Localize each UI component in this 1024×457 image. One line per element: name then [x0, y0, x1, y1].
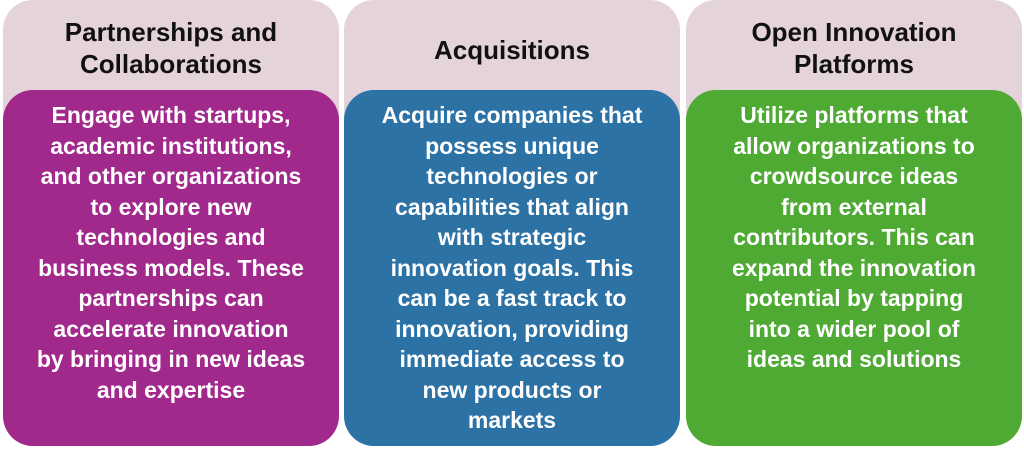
- body-line: Acquire companies that: [381, 102, 643, 128]
- body-line: and other organizations: [40, 163, 302, 189]
- body-line: partnerships can: [78, 285, 264, 311]
- body-line: from external: [781, 193, 927, 220]
- column-title-line: Platforms: [794, 49, 914, 79]
- column-body-card: Acquire companies that possess unique te…: [344, 90, 680, 446]
- column-body-text: Utilize platforms that allow organizatio…: [700, 100, 1008, 375]
- column-open-innovation: Open Innovation Platforms Utilize platfo…: [686, 0, 1022, 446]
- body-line: technologies and: [76, 224, 266, 250]
- body-line: crowdsource ideas: [749, 163, 959, 189]
- column-title-line: Open Innovation: [751, 17, 957, 47]
- body-line: immediate access to: [399, 346, 625, 372]
- column-body-text: Acquire companies that possess unique te…: [358, 100, 666, 436]
- body-line: to explore new: [90, 193, 252, 220]
- column-body-card: Utilize platforms that allow organizatio…: [686, 90, 1022, 446]
- body-line: innovation goals. This: [390, 254, 634, 281]
- body-line: allow organizations to: [733, 132, 975, 159]
- body-line: accelerate innovation: [53, 315, 289, 342]
- column-partnerships: Partnerships and Collaborations Engage w…: [3, 0, 339, 446]
- column-title-line: Acquisitions: [433, 35, 590, 65]
- body-line: with strategic: [437, 224, 587, 250]
- body-line: academic institutions,: [50, 132, 292, 159]
- column-body-text: Engage with startups, academic instituti…: [17, 100, 325, 405]
- body-line: by bringing in new ideas: [36, 346, 306, 372]
- body-line: markets: [467, 407, 557, 433]
- column-title: Open Innovation Platforms: [686, 16, 1022, 80]
- body-line: innovation, providing: [395, 315, 629, 342]
- body-line: into a wider pool of: [748, 315, 960, 342]
- body-line: technologies or: [426, 163, 598, 189]
- column-title-line: Collaborations: [79, 49, 262, 79]
- body-line: Engage with startups,: [51, 102, 291, 128]
- body-line: possess unique: [425, 132, 599, 159]
- column-body-card: Engage with startups, academic instituti…: [3, 90, 339, 446]
- body-line: capabilities that align: [395, 193, 629, 220]
- column-acquisitions: Acquisitions Acquire companies that poss…: [344, 0, 680, 446]
- column-title: Acquisitions: [344, 34, 680, 66]
- body-line: can be a fast track to: [397, 285, 627, 311]
- body-line: Utilize platforms that: [740, 102, 968, 128]
- column-title: Partnerships and Collaborations: [3, 16, 339, 80]
- column-title-line: Partnerships and: [64, 17, 278, 47]
- body-line: expand the innovation: [731, 254, 977, 281]
- body-line: and expertise: [96, 376, 246, 403]
- body-line: business models. These: [38, 254, 304, 281]
- body-line: new products or: [422, 376, 602, 403]
- body-line: ideas and solutions: [746, 346, 962, 372]
- body-line: potential by tapping: [744, 285, 964, 311]
- body-line: contributors. This can: [733, 224, 975, 250]
